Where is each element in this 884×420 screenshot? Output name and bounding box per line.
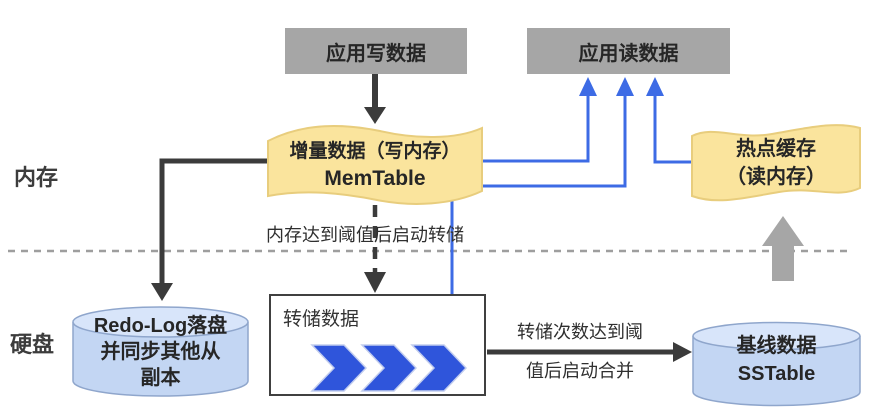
redo-log-elbow-arrow: [151, 158, 270, 301]
write-down-arrow: [364, 74, 386, 124]
dump-chevrons-icon: [310, 344, 468, 392]
merge-trigger-annotation-line2: 值后启动合并: [526, 361, 634, 381]
app-write-node: 应用写数据: [285, 28, 467, 74]
read-arrow-from-hot-cache: [646, 77, 693, 164]
cache-load-up-arrow: [762, 216, 804, 281]
hot-cache-wave-shape: [691, 124, 861, 202]
redo-log-cylinder-shape: [72, 306, 249, 397]
read-arrow-from-dump: [450, 77, 634, 296]
merge-arrow: [487, 342, 692, 362]
dump-dashed-arrow: [364, 205, 386, 293]
disk-layer-label: 硬盘: [10, 332, 55, 357]
dump-trigger-annotation: 内存达到阈值后启动转储: [266, 225, 464, 245]
merge-trigger-annotation-line1: 转储次数达到阈: [517, 322, 643, 342]
sstable-cylinder-shape: [692, 321, 861, 407]
app-read-node: 应用读数据: [527, 28, 730, 74]
read-arrow-from-memtable: [481, 77, 597, 163]
memtable-wave-shape: [267, 125, 483, 205]
memory-layer-label: 内存: [14, 165, 59, 190]
dump-data-box-label: 转储数据: [283, 309, 360, 330]
